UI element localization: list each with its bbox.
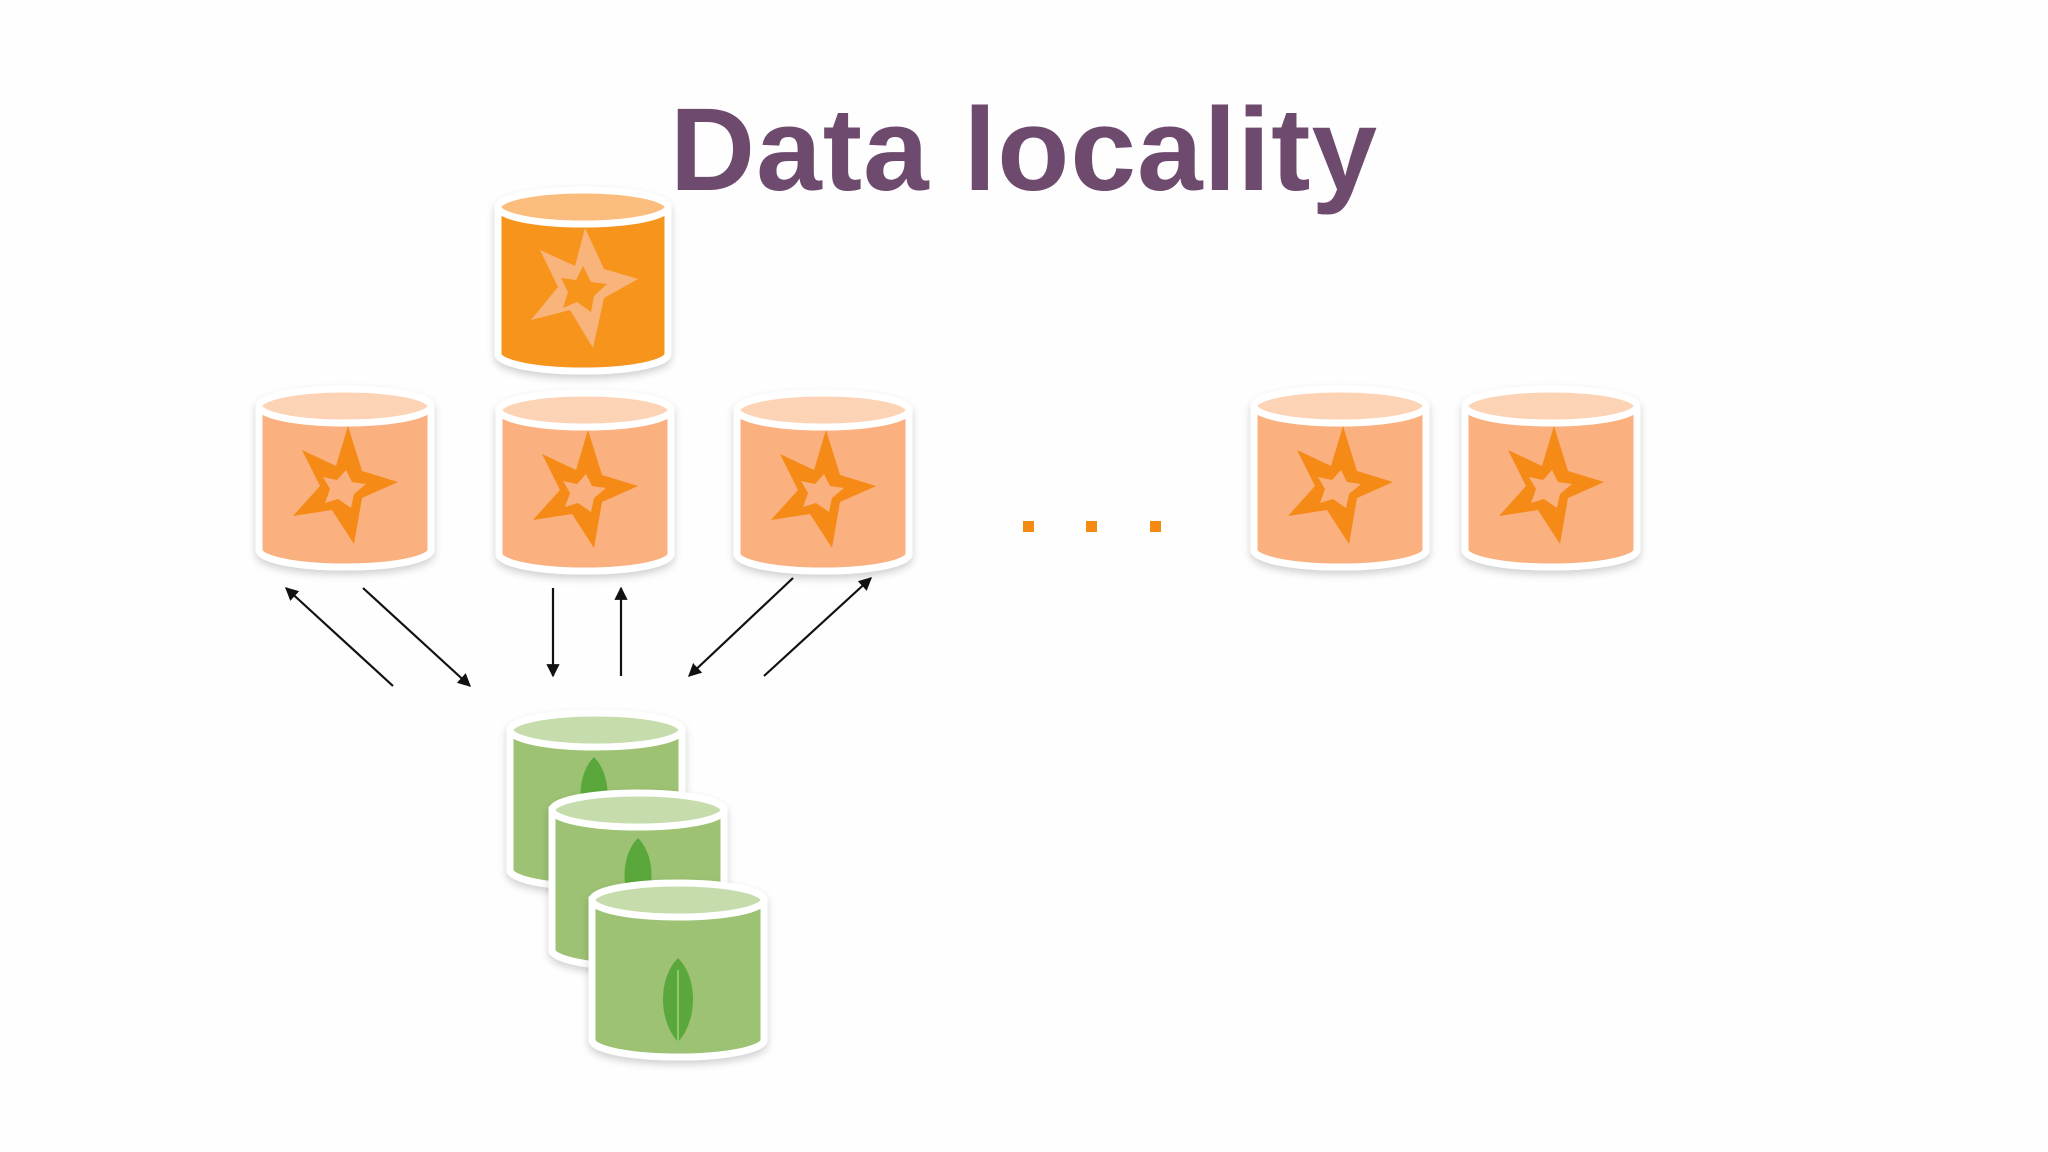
spark-star-icon [293, 426, 398, 544]
spark-worker-node [255, 385, 435, 571]
arrow-worker1-up [285, 587, 394, 687]
slide-title: Data locality [669, 84, 1379, 216]
ellipsis [1023, 521, 1161, 532]
mongodb-node [588, 879, 768, 1061]
spark-star-icon [1288, 426, 1393, 544]
mongodb-leaf-icon [663, 958, 693, 1048]
spark-star-icon [531, 228, 638, 348]
spark-star-icon [771, 430, 876, 548]
spark-star-icon [533, 430, 638, 548]
arrow-worker3-down [688, 577, 794, 677]
arrow-worker3-up [763, 577, 872, 677]
spark-master-node [494, 186, 672, 375]
spark-worker-node [733, 389, 913, 575]
data-flow-arrows [285, 577, 872, 687]
spark-star-icon [1499, 426, 1604, 544]
spark-worker-node [495, 389, 675, 575]
spark-worker-node [1250, 385, 1430, 571]
spark-worker-node [1461, 385, 1641, 571]
arrow-worker1-down [362, 587, 471, 687]
